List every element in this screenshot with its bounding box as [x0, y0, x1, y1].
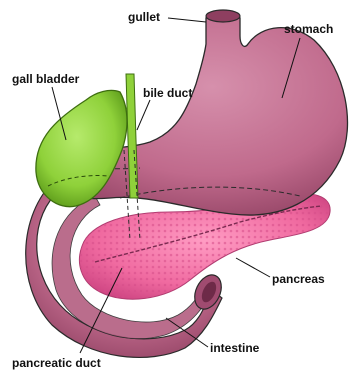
pancreatic-duct-label: pancreatic duct	[12, 356, 101, 370]
pancreas-leader	[236, 258, 270, 277]
gullet-opening	[206, 10, 240, 22]
bile-duct-label: bile duct	[143, 86, 192, 100]
gullet-leader	[168, 18, 206, 22]
gall-bladder-label: gall bladder	[12, 72, 79, 86]
stomach-label: stomach	[284, 22, 333, 36]
pancreas-label: pancreas	[272, 272, 325, 286]
bile-duct-leader	[137, 100, 150, 130]
intestine-label: intestine	[210, 341, 259, 355]
gullet-label: gullet	[128, 10, 160, 24]
